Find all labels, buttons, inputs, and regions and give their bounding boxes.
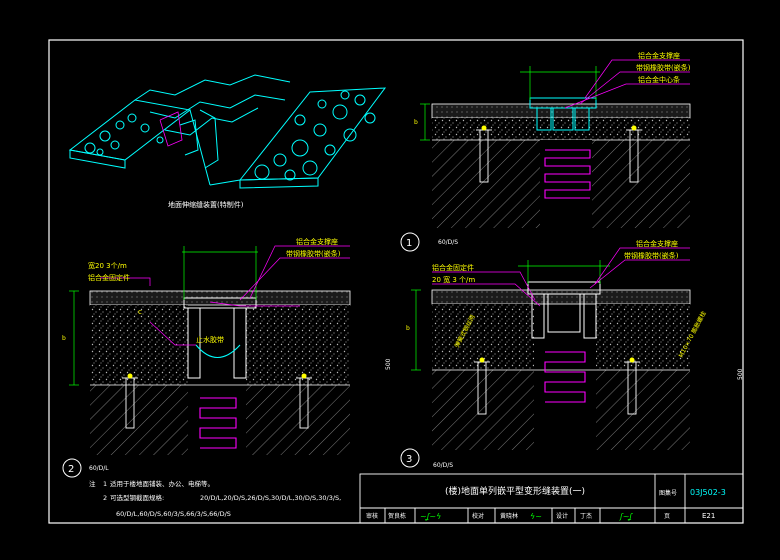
check-label: 校对: [472, 512, 484, 520]
atlas-label: 图集号: [659, 489, 677, 497]
isometric-profile-highlight: [159, 111, 183, 147]
review-label: 审核: [366, 512, 378, 520]
detail-3-scale: 60/D/S: [433, 462, 453, 469]
detail-2-number: 2: [68, 464, 74, 475]
designer-name: 丁杰: [580, 512, 592, 520]
reviewer-signature: ~ʆ~ϟ: [420, 512, 441, 521]
detail-2-marker: [62, 458, 82, 478]
checker-signature: ϟ~: [530, 512, 542, 521]
detail-2-label-1: 铝合金支撑座: [296, 237, 338, 246]
detail-2: b 铝合金支撑座 带钢橡胶带(嵌条) 宽20 3个/m 铝合金固定件 止水胶带 …: [62, 237, 351, 478]
notes-line1: 适用于楼地面铺装、办公、电梯等。: [110, 479, 214, 488]
isometric-profile: [68, 74, 387, 189]
design-label: 设计: [556, 512, 568, 520]
detail-3-side-left: 500: [385, 358, 392, 370]
detail-2-label-6: c: [138, 308, 142, 316]
detail-3-label-3: 铝合金固定件: [432, 263, 474, 272]
drawing-title: (楼)地面单列嵌平型变形缝装置(一): [445, 485, 585, 497]
iso-caption: 地面伸缩缝装置(特制件): [168, 200, 244, 209]
detail-1-scale: 60/D/S: [438, 239, 458, 246]
notes: 注 1 适用于楼地面铺装、办公、电梯等。 2 可选型钢截面规格: 20/D/L,…: [89, 479, 341, 518]
svg-text:b: b: [62, 335, 66, 342]
detail-1-number: 1: [406, 238, 412, 249]
detail-3-marker: [400, 448, 420, 468]
detail-3: b 铝合金支撑座 带钢橡胶带(嵌条) 铝合金固定件 20 宽 3 个/m 弹簧式…: [385, 239, 744, 469]
detail-2-label-3: 宽20 3个/m: [88, 261, 127, 270]
page-number: E21: [702, 512, 715, 520]
detail-2-label-5: 止水胶带: [196, 335, 224, 344]
notes-line2: 可选型钢截面规格:: [110, 493, 164, 502]
page-label: 页: [664, 513, 670, 520]
detail-2-label-2: 带钢橡胶带(嵌条): [286, 249, 341, 258]
detail-2-scale: 60/D/L: [89, 465, 109, 472]
detail-3-number: 3: [406, 454, 412, 465]
detail-1: b 铝合金支撑座 带钢橡胶带(嵌条) 铝合金中心条 1 60/D/S: [400, 51, 691, 252]
detail-1-label-2: 带钢橡胶带(嵌条): [636, 63, 691, 72]
svg-text:b: b: [414, 119, 418, 126]
svg-text:b: b: [406, 325, 410, 332]
reviewer-name: 贺良栋: [388, 512, 406, 520]
notes-line4: 60/D/L,60/D/S,60/3/S,66/3/S,66/D/S: [116, 510, 231, 518]
designer-signature: ʃ~ʆ: [619, 512, 633, 521]
detail-2-label-4: 铝合金固定件: [88, 273, 130, 282]
detail-1-marker: [400, 232, 420, 252]
detail-3-side-right: 500: [737, 368, 744, 380]
detail-3-label-2: 带钢橡胶带(嵌条): [624, 251, 679, 260]
notes-line2-num: 2: [103, 494, 107, 502]
detail-1-label-1: 铝合金支撑座: [638, 51, 680, 60]
detail-3-label-1: 铝合金支撑座: [636, 239, 678, 248]
title-block: (楼)地面单列嵌平型变形缝装置(一) 图集号 03J502-3 审核 贺良栋 ~…: [359, 473, 744, 524]
notes-line1-num: 1: [103, 480, 107, 488]
detail-3-label-4: 20 宽 3 个/m: [432, 275, 475, 284]
atlas-number: 03J502-3: [690, 488, 726, 497]
notes-heading: 注: [89, 479, 96, 488]
detail-1-label-3: 铝合金中心条: [638, 75, 680, 84]
checker-name: 黄晓林: [500, 512, 518, 520]
notes-line3: 20/D/L,20/D/S,26/D/S,30/D/L,30/D/S,30/3/…: [200, 494, 341, 502]
